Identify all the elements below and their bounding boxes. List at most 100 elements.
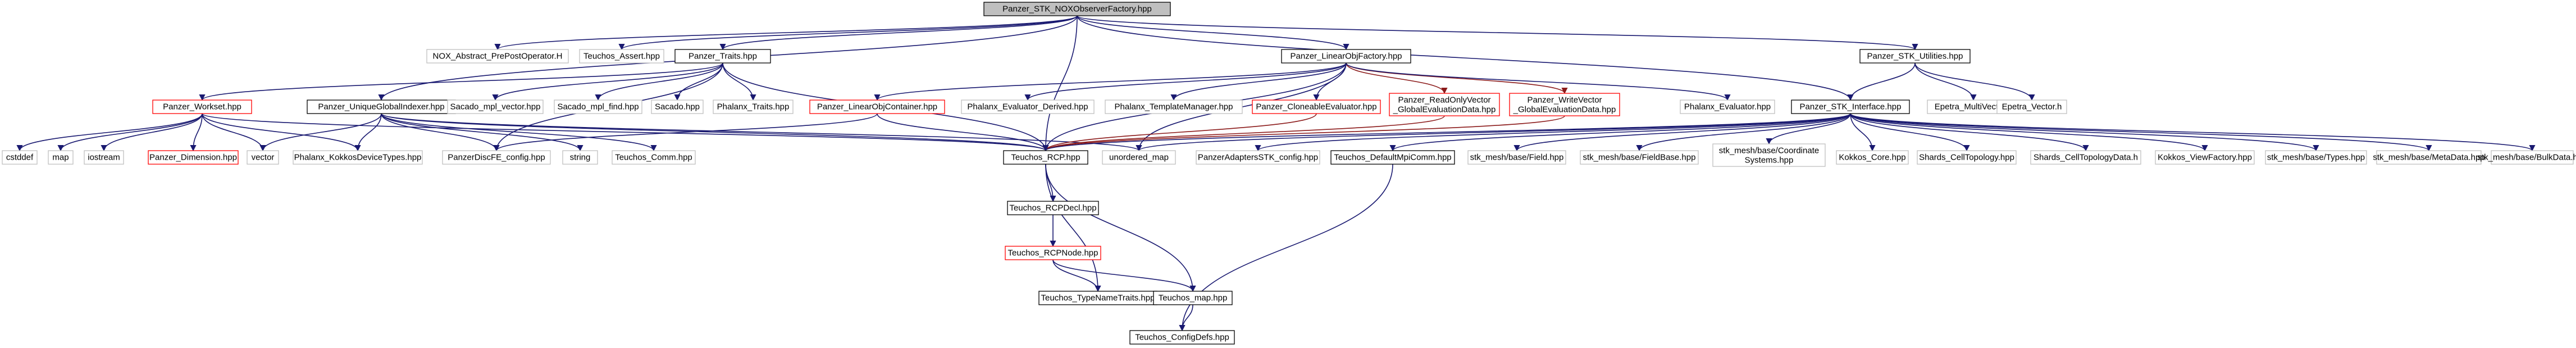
edge-panzer_linearobjfactory-to-panzer_linearobjcontainer	[874, 62, 1347, 101]
node-teuchos-rcp[interactable]: Teuchos_RCP.hpp	[1003, 150, 1088, 165]
node-label: Teuchos_ConfigDefs.hpp	[1135, 333, 1229, 342]
node-box	[651, 100, 704, 114]
node-box	[1330, 150, 1455, 165]
node-box	[1003, 150, 1088, 165]
node-teuchos-typenametraits[interactable]: Teuchos_TypeNameTraits.hpp	[1038, 291, 1157, 305]
node-panzer-linearobjfactory[interactable]: Panzer_LinearObjFactory.hpp	[1281, 49, 1411, 64]
node-label: Teuchos_map.hpp	[1159, 293, 1228, 303]
node-box	[1580, 150, 1699, 165]
node-root[interactable]: Panzer_STK_NOXObserverFactory.hpp	[983, 2, 1171, 16]
node-label: Shards_CellTopology.hpp	[1919, 153, 2014, 162]
node-box	[1389, 93, 1500, 116]
dependency-edges	[16, 15, 2536, 332]
edge-panzer_stk_interface-to-kokkos_viewfactory	[1850, 113, 2208, 152]
node-label: Teuchos_RCP.hpp	[1011, 153, 1080, 162]
node-label: stk_mesh/base/BulkData.hpp	[2477, 153, 2576, 162]
node-box	[1791, 100, 1910, 114]
edge-panzer_linearobjfactory-to-phalanx_evaluator	[1346, 62, 1731, 101]
node-box	[1153, 291, 1233, 305]
node-label: Panzer_STK_Interface.hpp	[1800, 102, 1902, 112]
node-label: Phalanx_Traits.hpp	[717, 102, 790, 112]
node-label: Teuchos_RCPDecl.hpp	[1009, 204, 1096, 213]
node-box	[713, 100, 794, 114]
node-box	[1005, 246, 1101, 260]
node-panzer-writevector[interactable]: Panzer_WriteVector_GlobalEvaluationData.…	[1509, 93, 1620, 116]
node-panzeradaptersstk-config: PanzerAdaptersSTK_config.hpp	[1196, 150, 1320, 165]
node-teuchos-map[interactable]: Teuchos_map.hpp	[1153, 291, 1233, 305]
node-box	[426, 49, 569, 64]
edge-root-to-panzer_stk_interface	[1077, 15, 1854, 101]
node-box	[293, 150, 423, 165]
node-panzer-dimension[interactable]: Panzer_Dimension.hpp	[148, 150, 239, 165]
node-box	[148, 150, 239, 165]
node-teuchos-rcpdecl[interactable]: Teuchos_RCPDecl.hpp	[1007, 201, 1099, 215]
node-box	[2030, 150, 2141, 165]
edge-panzer_uniqueglobalindexer-to-unordered_map	[381, 113, 1142, 152]
node-stk-mesh-field: stk_mesh/base/Field.hpp	[1467, 150, 1566, 165]
node-shards-celltopology: Shards_CellTopology.hpp	[1917, 150, 2017, 165]
node-panzer-uniqueglobalindexer[interactable]: Panzer_UniqueGlobalIndexer.hpp	[307, 100, 456, 114]
node-box	[1467, 150, 1566, 165]
node-label: Sacado_mpl_vector.hpp	[450, 102, 541, 112]
node-label: Panzer_STK_NOXObserverFactory.hpp	[1002, 4, 1152, 14]
node-box	[1859, 49, 1971, 64]
node-label: stk_mesh/base/FieldBase.hpp	[1583, 153, 1696, 162]
edge-panzer_uniqueglobalindexer-to-string	[381, 113, 583, 152]
edge-root-to-panzer_traits	[719, 15, 1078, 51]
edge-panzer_stk_interface-to-stk_mesh_bulkdata	[1850, 113, 2536, 152]
node-box	[1252, 100, 1381, 114]
edge-panzer_stk_interface-to-stk_mesh_fieldbase	[1636, 113, 1851, 152]
node-panzer-workset[interactable]: Panzer_Workset.hpp	[152, 100, 252, 114]
node-box	[2265, 150, 2367, 165]
node-nox-abstract: NOX_Abstract_PrePostOperator.H	[426, 49, 569, 64]
edge-panzer_stk_interface-to-shards_celltopology	[1850, 113, 1970, 152]
node-panzer-readonlyvector[interactable]: Panzer_ReadOnlyVector_GlobalEvaluationDa…	[1389, 93, 1500, 116]
node-panzer-stk-interface[interactable]: Panzer_STK_Interface.hpp	[1791, 100, 1910, 114]
edge-panzer_cloneableevaluator-to-teuchos_rcp	[1042, 113, 1317, 152]
edge-panzer_traits-to-sacado_mpl_vector	[492, 62, 723, 101]
node-sacado: Sacado.hpp	[651, 100, 704, 114]
node-panzer-linearobjcontainer[interactable]: Panzer_LinearObjContainer.hpp	[809, 100, 945, 114]
node-box	[2155, 150, 2255, 165]
node-teuchos-rcpnode[interactable]: Teuchos_RCPNode.hpp	[1005, 246, 1101, 260]
node-teuchos-configdefs[interactable]: Teuchos_ConfigDefs.hpp	[1129, 330, 1235, 345]
node-label: Sacado.hpp	[655, 102, 700, 112]
edge-root-to-panzer_stk_utilities	[1077, 15, 1918, 51]
node-phalanx-templatemanager: Phalanx_TemplateManager.hpp	[1105, 100, 1243, 114]
node-sacado-mpl-vector: Sacado_mpl_vector.hpp	[447, 100, 544, 114]
edge-panzer_stk_interface-to-kokkos_core	[1850, 113, 1876, 152]
node-panzer-traits[interactable]: Panzer_Traits.hpp	[674, 49, 771, 64]
node-label: stk_mesh/base/Field.hpp	[1470, 153, 1564, 162]
node-box	[447, 100, 544, 114]
edge-panzer_traits-to-panzer_workset	[199, 62, 723, 101]
node-panzer-stk-utilities[interactable]: Panzer_STK_Utilities.hpp	[1859, 49, 1971, 64]
node-stk-mesh-metadata: stk_mesh/base/MetaData.hpp	[2373, 150, 2485, 165]
node-label: Panzer_STK_Utilities.hpp	[1867, 52, 1963, 61]
edge-panzer_workset-to-iostream	[101, 113, 203, 152]
edge-panzer_traits-to-sacado_mpl_find	[595, 62, 723, 101]
node-panzer-cloneableevaluator[interactable]: Panzer_CloneableEvaluator.hpp	[1252, 100, 1381, 114]
node-box	[84, 150, 124, 165]
node-label: PanzerAdaptersSTK_config.hpp	[1198, 153, 1318, 162]
node-teuchos-defaultmpicomm[interactable]: Teuchos_DefaultMpiComm.hpp	[1330, 150, 1455, 165]
edge-panzer_stk_utilities-to-epetra_multivector	[1914, 62, 1977, 101]
edge-root-to-teuchos_asset	[618, 15, 1078, 51]
node-label: vector	[252, 153, 275, 162]
edge-panzer_stk_interface-to-unordered_map	[1136, 113, 1851, 152]
edge-panzer_workset-to-panzer_dimension	[190, 113, 203, 152]
edge-panzer_stk_utilities-to-epetra_vector	[1914, 62, 2035, 101]
edge-panzer_workset-to-teuchos_rcp	[202, 113, 1049, 152]
edge-root-to-panzer_linearobjfactory	[1077, 15, 1349, 51]
node-box	[1509, 93, 1620, 116]
node-label: stk_mesh/base/MetaData.hpp	[2373, 153, 2484, 162]
node-box	[2376, 150, 2482, 165]
node-label: Phalanx_TemplateManager.hpp	[1115, 102, 1233, 112]
node-label: Kokkos_Core.hpp	[1839, 153, 1905, 162]
edge-panzer_writevector-to-teuchos_rcp	[1042, 115, 1565, 152]
edge-teuchos_rcpnode-to-teuchos_typenametraits	[1052, 259, 1101, 292]
node-label: Phalanx_KokkosDeviceTypes.hpp	[294, 153, 422, 162]
node-label: Panzer_Dimension.hpp	[149, 153, 237, 162]
